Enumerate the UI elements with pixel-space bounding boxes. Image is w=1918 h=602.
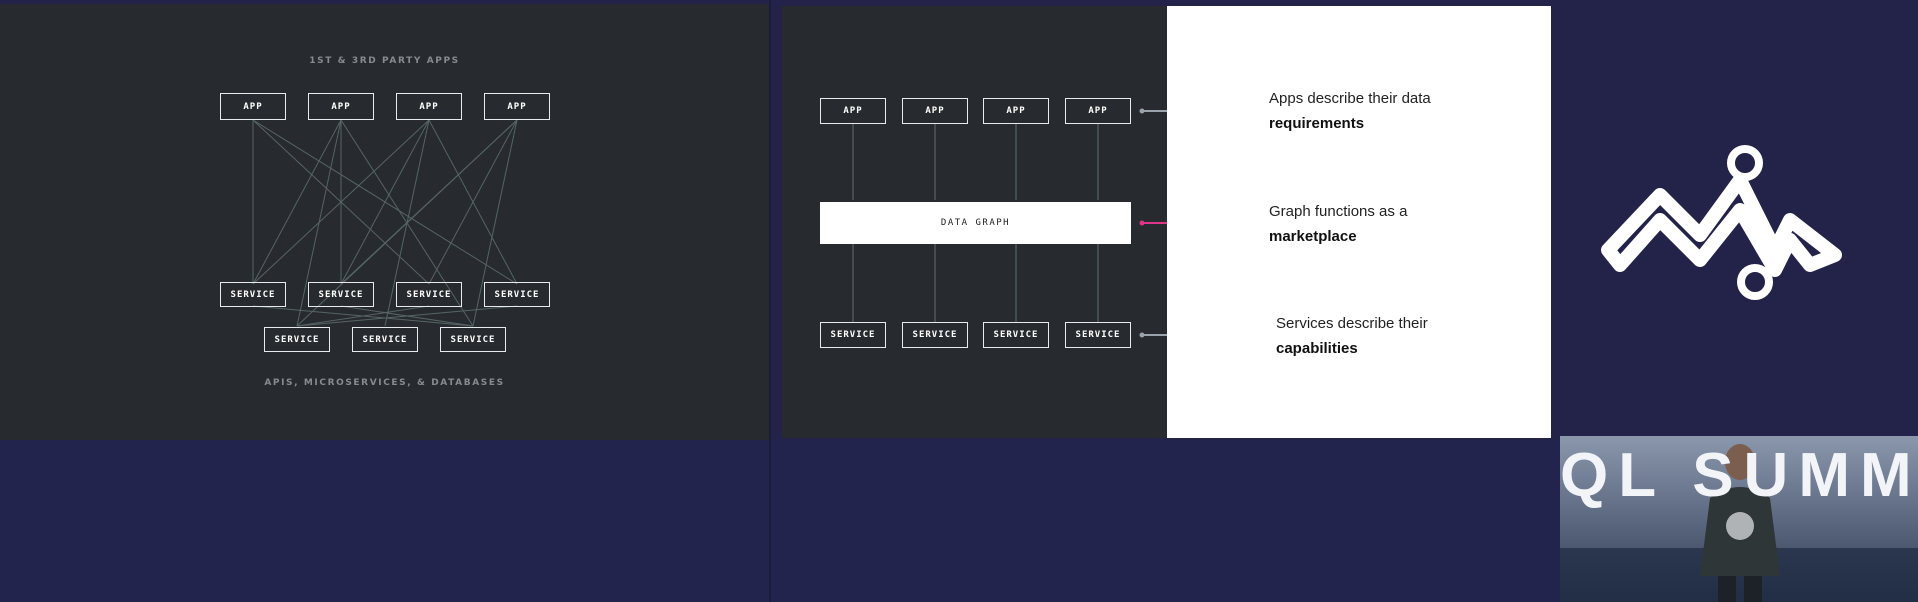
apps-description-text: Apps describe their data: [1269, 90, 1431, 107]
apps-caption: 1ST & 3RD PARTY APPS: [309, 56, 460, 66]
screen-divider: [769, 0, 771, 602]
video-backdrop: [1560, 436, 1918, 602]
service-box: SERVICE: [308, 282, 374, 307]
app-box: APP: [396, 93, 462, 120]
service-box: SERVICE: [440, 327, 506, 352]
service-box: SERVICE: [902, 322, 968, 348]
data-graph-box: DATA GRAPH: [820, 202, 1131, 244]
app-box: APP: [1065, 98, 1131, 124]
video-backdrop-text: QL SUMM: [1560, 441, 1918, 510]
speaker-video: QL SUMM: [1560, 436, 1918, 602]
app-box: APP: [220, 93, 286, 120]
graph-description-bold: marketplace: [1269, 228, 1357, 245]
graph-logo-icon: [1601, 145, 1842, 300]
services-description: Services describe their capabilities: [1276, 311, 1428, 361]
description-panel: [1167, 6, 1551, 438]
apps-description-bold: requirements: [1269, 115, 1365, 132]
app-box: APP: [484, 93, 550, 120]
service-box: SERVICE: [1065, 322, 1131, 348]
services-description-bold: capabilities: [1276, 340, 1358, 357]
service-box: SERVICE: [820, 322, 886, 348]
service-box: SERVICE: [352, 327, 418, 352]
app-box: APP: [983, 98, 1049, 124]
service-box: SERVICE: [983, 322, 1049, 348]
app-box: APP: [308, 93, 374, 120]
service-box: SERVICE: [220, 282, 286, 307]
service-box: SERVICE: [484, 282, 550, 307]
service-box: SERVICE: [264, 327, 330, 352]
app-box: APP: [820, 98, 886, 124]
services-caption: APIS, MICROSERVICES, & DATABASES: [264, 378, 505, 388]
mesh-connection-lines: [252, 119, 518, 327]
app-box: APP: [902, 98, 968, 124]
apps-description: Apps describe their data requirements: [1269, 86, 1431, 136]
graph-description-text: Graph functions as a: [1269, 203, 1408, 220]
service-box: SERVICE: [396, 282, 462, 307]
graph-description: Graph functions as a marketplace: [1269, 199, 1407, 249]
services-description-text: Services describe their: [1276, 315, 1428, 332]
left-slide: 1ST & 3RD PARTY APPS APP APP APP APP SER…: [0, 4, 769, 440]
